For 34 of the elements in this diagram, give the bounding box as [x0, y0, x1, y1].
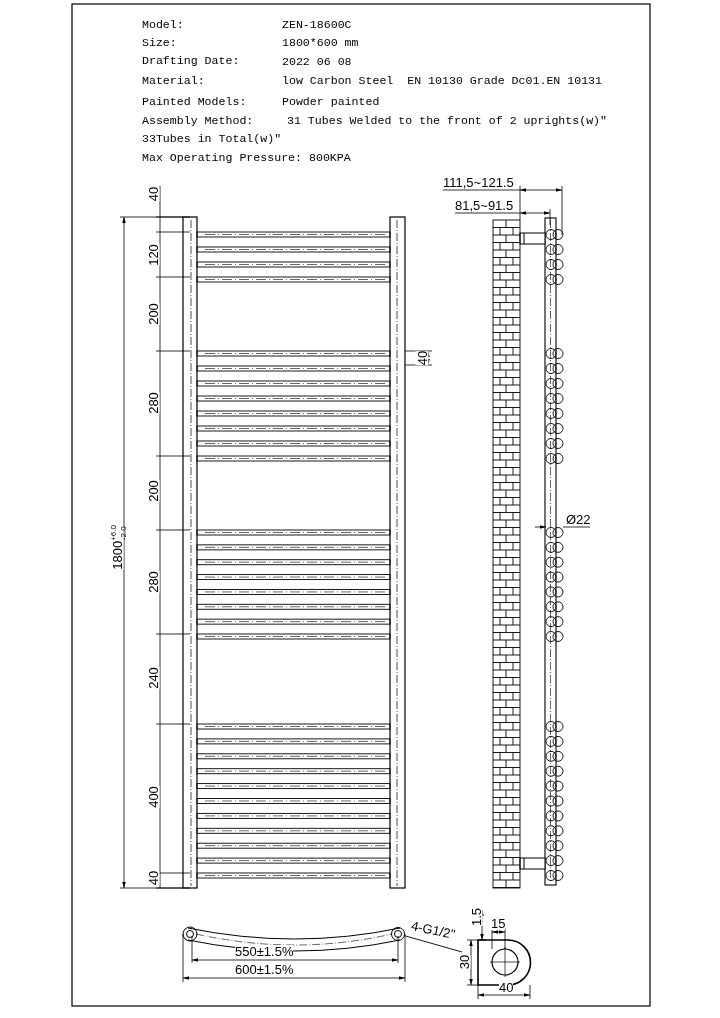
spec-text: 1800*600 mm	[282, 37, 359, 49]
spec-text: low Carbon Steel EN 10130 Grade Dc01.EN 10131	[282, 75, 603, 87]
dimension-label: 200	[146, 303, 160, 325]
dimension-label: 30	[457, 954, 471, 970]
dimension-label: Ø22	[566, 513, 591, 526]
spec-text: 33Tubes in Total(w)"	[142, 133, 282, 145]
dimension-label: 280	[146, 392, 160, 414]
spec-text: ZEN-18600C	[282, 19, 352, 31]
spec-text: Max Operating Pressure: 800KPA	[142, 152, 351, 164]
dimension-label: 81,5~91.5	[455, 199, 514, 212]
dimension-label: 200	[146, 480, 160, 502]
spec-text: 31 Tubes Welded to the front of 2 uprights(w)"	[287, 115, 608, 127]
dimension-label: 40	[499, 981, 514, 994]
dimension-label: 15	[491, 917, 506, 930]
spec-text: 2022 06 08	[282, 56, 352, 68]
spec-text: Drafting Date:	[142, 55, 240, 67]
callout-text: 4-G1/2"	[409, 918, 457, 942]
dimension-label: 40	[146, 186, 160, 202]
dimension-label: 111,5~121.5	[443, 176, 514, 189]
spec-text: Model:	[142, 19, 184, 31]
dimension-label: 120	[146, 244, 160, 266]
dimension-label: 240	[146, 667, 160, 689]
dimension-label: 550±1.5%	[235, 945, 294, 958]
dimension-label: 280	[146, 571, 160, 593]
dimension-label: 40	[146, 870, 160, 886]
spec-text: Material:	[142, 75, 205, 87]
spec-text: Powder painted	[282, 96, 380, 108]
spec-text: Assembly Method:	[142, 115, 254, 127]
spec-text: Painted Models:	[142, 96, 247, 108]
dimension-label: 1.5	[469, 907, 483, 927]
dimension-label: 400	[146, 786, 160, 808]
leader-line	[404, 935, 463, 953]
spec-text: Size:	[142, 37, 177, 49]
dimension-label: 600±1.5%	[235, 963, 294, 976]
